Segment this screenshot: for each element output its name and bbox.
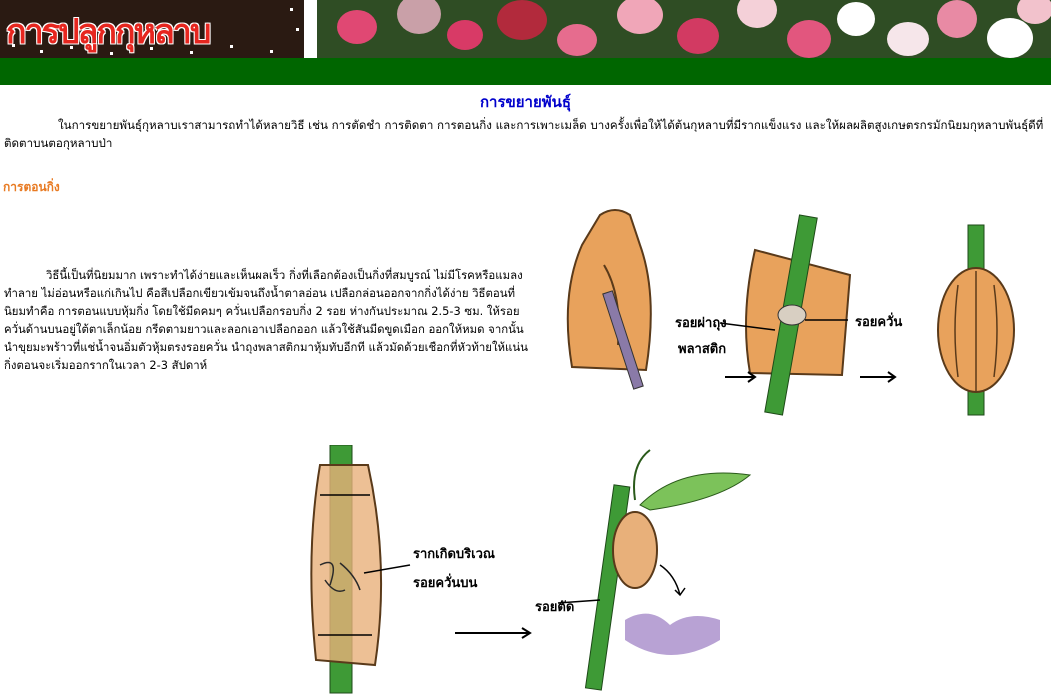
label-bag-cut-line1: รอยผ่าถุง [675,316,727,331]
green-divider-bar [0,58,1051,85]
site-banner: การปลูกกุหลาบ [0,0,1051,58]
label-ring-cut: รอยควั่น [855,312,902,330]
rooting-and-cutting-illustration: รากเกิดบริเวณ รอยควั่นบน รอยตัด [310,445,752,694]
page-heading: การขยายพันธุ์ [479,93,572,111]
stem-shape [584,484,631,691]
site-logo: การปลูกกุหลาบ [0,0,304,58]
step-arrow [455,627,532,639]
label-roots-line2: รอยควั่นบน [413,573,478,591]
step-arrow [860,371,897,383]
label-roots-line1: รากเกิดบริเวณ [413,547,495,562]
intro-paragraph: ในการขยายพันธุ์กุหลาบเราสามารถทำได้หลายว… [4,118,1044,150]
leaf-shape [639,472,752,511]
air-layering-steps-illustration: รอยผ่าถุง พลาสติก รอยควั่น [566,209,1015,416]
step-arrow [725,371,757,383]
wrapped-bag-shape [612,511,658,589]
label-cut: รอยตัด [535,600,574,615]
rose-banner-image [317,0,1051,58]
knife-blade-shape [602,290,644,390]
air-layering-paragraph: วิธีนี้เป็นที่นิยมมาก เพราะทำได้ง่ายและเ… [4,268,528,372]
label-bag-cut-line2: พลาสติก [678,342,726,357]
ring-cut-shape [777,304,807,326]
section-title: การตอนกิ่ง [3,180,60,194]
soil-shape [625,613,720,655]
roots-shape [319,561,361,592]
plastic-bag-shape [566,209,652,372]
logo-text: การปลูกกุหลาบ [6,12,211,52]
wrapped-bag-shape [310,464,383,667]
